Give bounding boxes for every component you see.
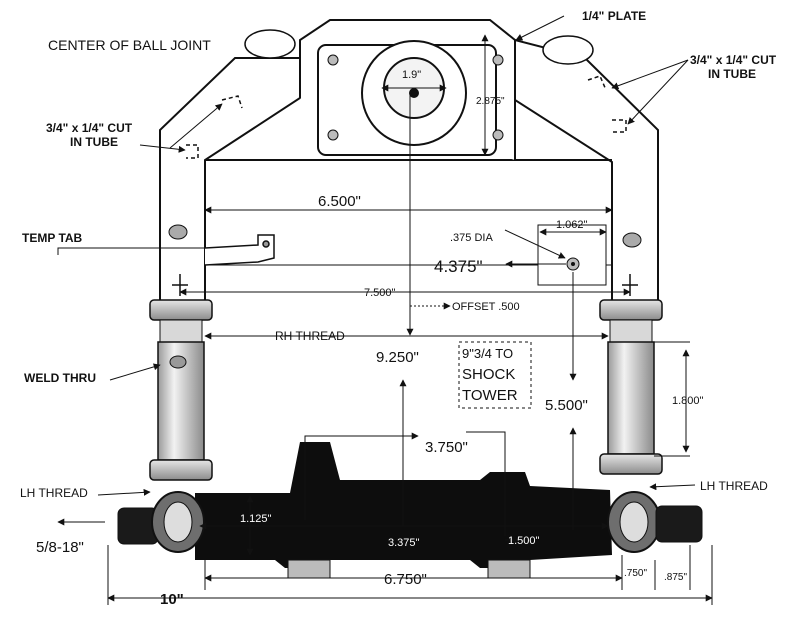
left-nut-top [149, 299, 213, 321]
dim-6-500: 6.500" [318, 193, 361, 210]
bottom-lug-left [287, 559, 331, 579]
dim-1-800: 1.800" [672, 395, 704, 407]
dim-3-750: 3.750" [425, 439, 468, 456]
right-nut-top [599, 299, 663, 321]
label-offset: OFFSET .500 [452, 301, 520, 313]
label-cut-right-2: IN TUBE [708, 67, 756, 81]
left-tube [157, 341, 205, 461]
frame-hole-right [622, 232, 642, 248]
tube-end-left [244, 29, 296, 59]
frame-hole-left [168, 224, 188, 240]
dim-1-500: 1.500" [508, 535, 540, 547]
text-labels: CENTER OF BALL JOINT 1/4" PLATE 3/4" x 1… [20, 9, 777, 608]
label-temp-tab: TEMP TAB [22, 231, 83, 245]
leaders [57, 15, 696, 496]
ball-joint-center [409, 88, 419, 98]
tube-end-right [542, 35, 594, 65]
bolt-icon [492, 129, 504, 141]
left-nut-bottom [149, 459, 213, 481]
cut-right-upper [587, 75, 607, 91]
label-plate: 1/4" PLATE [582, 9, 646, 23]
right-thread-top [609, 319, 653, 343]
label-cut-right-1: 3/4" x 1/4" CUT [690, 53, 777, 67]
dim-3-375: 3.375" [388, 537, 420, 549]
bottom-lug-right [487, 559, 531, 579]
bolt-icon [492, 54, 504, 66]
left-thread-top [159, 319, 203, 343]
label-cut-left-2: IN TUBE [70, 135, 118, 149]
left-rod-assembly [149, 299, 213, 481]
label-lh-thread-right: LH THREAD [700, 479, 768, 493]
dim-9-250: 9.250" [376, 349, 419, 366]
tube-cuts [186, 75, 627, 159]
plate-bolts [327, 54, 504, 141]
label-shock-2: SHOCK [462, 366, 515, 383]
right-rod-end-thread [655, 505, 703, 543]
label-shock-1: 9"3/4 TO [462, 346, 513, 361]
temp-tab [204, 234, 275, 266]
dim-750: .750" [624, 568, 647, 579]
dim-1-9: 1.9" [402, 69, 421, 81]
right-tube [607, 341, 655, 455]
dim-7-500: 7.500" [364, 287, 396, 299]
cut-left-lower [186, 144, 199, 159]
label-thread-size: 5/8-18" [36, 539, 84, 556]
dim-1-125: 1.125" [240, 513, 272, 525]
bolt-icon [327, 54, 339, 66]
label-hole-dia: .375 DIA [450, 232, 493, 244]
dim-2-875: 2.875" [476, 96, 505, 107]
dim-10: 10" [160, 591, 184, 608]
label-cut-left-1: 3/4" x 1/4" CUT [46, 121, 133, 135]
dim-875: .875" [664, 572, 687, 583]
dimension-lines [57, 34, 713, 605]
dim-4-375: 4.375" [434, 257, 483, 276]
label-rh-thread: RH THREAD [275, 329, 345, 343]
dim-5-500: 5.500" [545, 397, 588, 414]
hole-tab [537, 224, 607, 286]
label-center-ball-joint: CENTER OF BALL JOINT [48, 37, 211, 53]
cut-left-upper [221, 95, 243, 109]
label-shock-3: TOWER [462, 387, 518, 404]
dim-1-062: 1.062" [556, 219, 588, 231]
cut-right-lower [612, 119, 627, 133]
bolt-icon [327, 129, 339, 141]
label-lh-thread-left: LH THREAD [20, 486, 88, 500]
right-rod-assembly [599, 299, 663, 475]
label-weld-thru: WELD THRU [24, 371, 96, 385]
right-nut-bottom [599, 453, 663, 475]
dim-6-750: 6.750" [384, 571, 427, 588]
